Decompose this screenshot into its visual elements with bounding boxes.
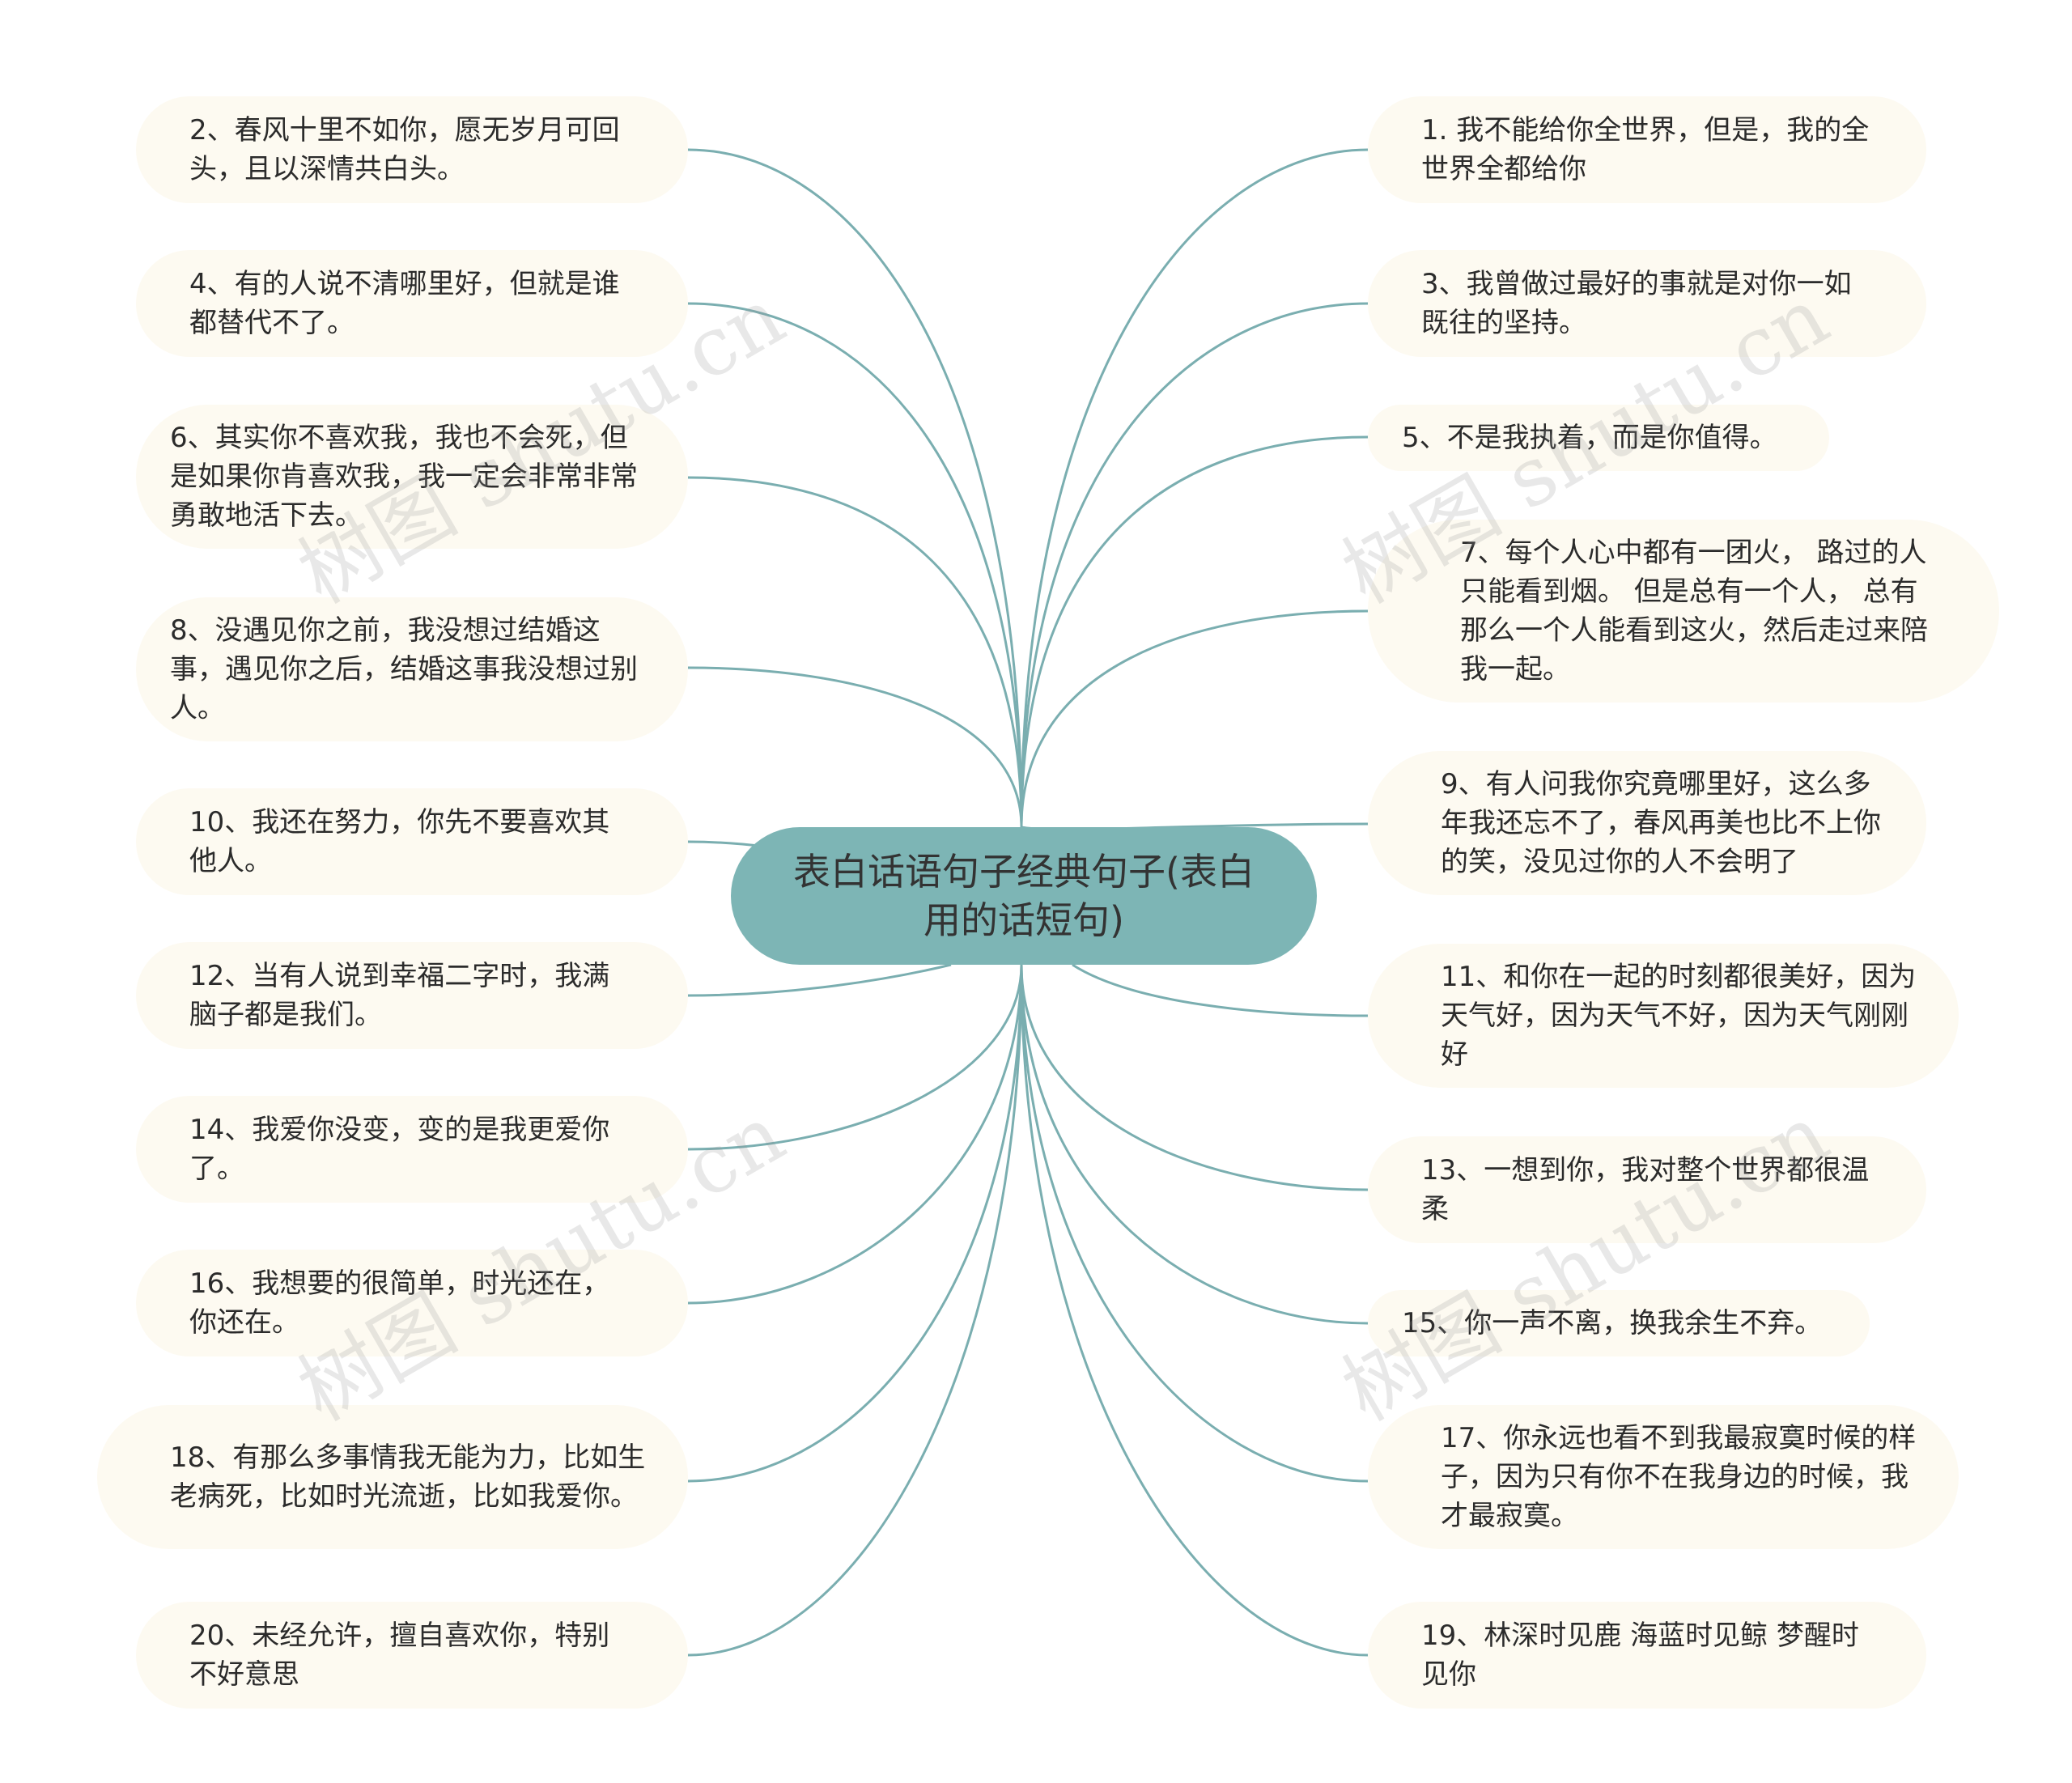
branch-node-1[interactable]: 1. 我不能给你全世界，但是，我的全世界全都给你 xyxy=(1368,96,1926,203)
link-3 xyxy=(1020,302,1369,828)
link-13 xyxy=(1020,964,1369,1191)
branch-node-18[interactable]: 18、有那么多事情我无能为力，比如生老病死，比如时光流逝，比如我爱你。 xyxy=(97,1405,688,1549)
branch-node-20[interactable]: 20、未经允许，擅自喜欢你，特别不好意思 xyxy=(136,1602,688,1709)
branch-node-6[interactable]: 6、其实你不喜欢我，我也不会死，但是如果你肯喜欢我，我一定会非常非常勇敢地活下去… xyxy=(136,405,688,549)
branch-node-13[interactable]: 13、一想到你，我对整个世界都很温柔 xyxy=(1368,1136,1926,1243)
link-18 xyxy=(687,964,1023,1483)
branch-node-5[interactable]: 5、不是我执着，而是你值得。 xyxy=(1368,405,1829,471)
link-17 xyxy=(1020,964,1369,1483)
branch-node-19[interactable]: 19、林深时见鹿 海蓝时见鲸 梦醒时见你 xyxy=(1368,1602,1926,1709)
link-15 xyxy=(1020,964,1369,1325)
branch-node-7[interactable]: 7、每个人心中都有一团火， 路过的人只能看到烟。 但是总有一个人， 总有那么一个… xyxy=(1368,520,1999,703)
branch-node-11[interactable]: 11、和你在一起的时刻都很美好，因为天气好，因为天气不好，因为天气刚刚好 xyxy=(1368,944,1959,1088)
branch-node-15[interactable]: 15、你一声不离，换我余生不弃。 xyxy=(1368,1290,1870,1356)
central-topic[interactable]: 表白话语句子经典句子(表白用的话短句) xyxy=(731,827,1317,965)
link-8 xyxy=(687,666,1023,828)
branch-node-10[interactable]: 10、我还在努力，你先不要喜欢其他人。 xyxy=(136,788,688,895)
branch-node-12[interactable]: 12、当有人说到幸福二字时，我满脑子都是我们。 xyxy=(136,942,688,1049)
branch-node-14[interactable]: 14、我爱你没变，变的是我更爱你了。 xyxy=(136,1096,688,1203)
link-11 xyxy=(1072,963,1369,1017)
link-5 xyxy=(1020,435,1369,828)
link-7 xyxy=(1020,609,1369,828)
branch-node-8[interactable]: 8、没遇见你之前，我没想过结婚这事，遇见你之后，结婚这事我没想过别人。 xyxy=(136,597,688,741)
branch-node-9[interactable]: 9、有人问我你究竟哪里好，这么多年我还忘不了，春风再美也比不上你的笑，没见过你的… xyxy=(1368,751,1926,895)
link-4 xyxy=(687,302,1023,828)
branch-node-2[interactable]: 2、春风十里不如你，愿无岁月可回头，且以深情共白头。 xyxy=(136,96,688,203)
link-20 xyxy=(687,964,1023,1657)
branch-node-3[interactable]: 3、我曾做过最好的事就是对你一如既往的坚持。 xyxy=(1368,250,1926,357)
branch-node-16[interactable]: 16、我想要的很简单，时光还在，你还在。 xyxy=(136,1250,688,1356)
link-14 xyxy=(687,964,1023,1151)
link-6 xyxy=(687,476,1023,828)
link-16 xyxy=(687,964,1023,1305)
branch-node-17[interactable]: 17、你永远也看不到我最寂寞时候的样子，因为只有你不在我身边的时候，我才最寂寞。 xyxy=(1368,1405,1959,1549)
link-12 xyxy=(687,963,952,997)
link-19 xyxy=(1020,964,1369,1657)
link-1 xyxy=(1020,148,1369,828)
branch-node-4[interactable]: 4、有的人说不清哪里好，但就是谁都替代不了。 xyxy=(136,250,688,357)
link-2 xyxy=(687,148,1023,828)
